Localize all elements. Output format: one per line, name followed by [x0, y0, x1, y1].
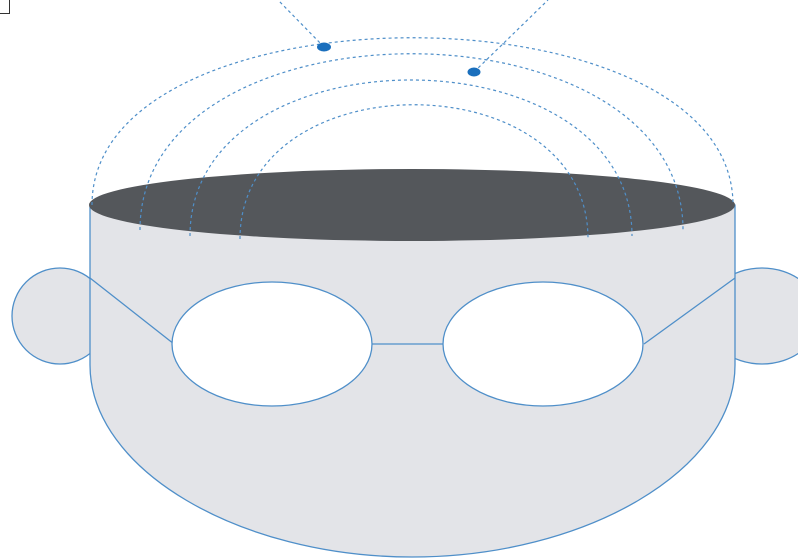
- face: [90, 205, 735, 557]
- signal-point-left: [317, 43, 331, 52]
- signal-leaders: [278, 0, 548, 72]
- signal-leader-right: [474, 0, 548, 72]
- glasses-left-lens: [172, 282, 372, 406]
- glasses-right-lens: [443, 282, 643, 406]
- signal-leader-left: [278, 0, 324, 47]
- head-opening: [89, 169, 735, 241]
- signal-point-right: [468, 68, 481, 77]
